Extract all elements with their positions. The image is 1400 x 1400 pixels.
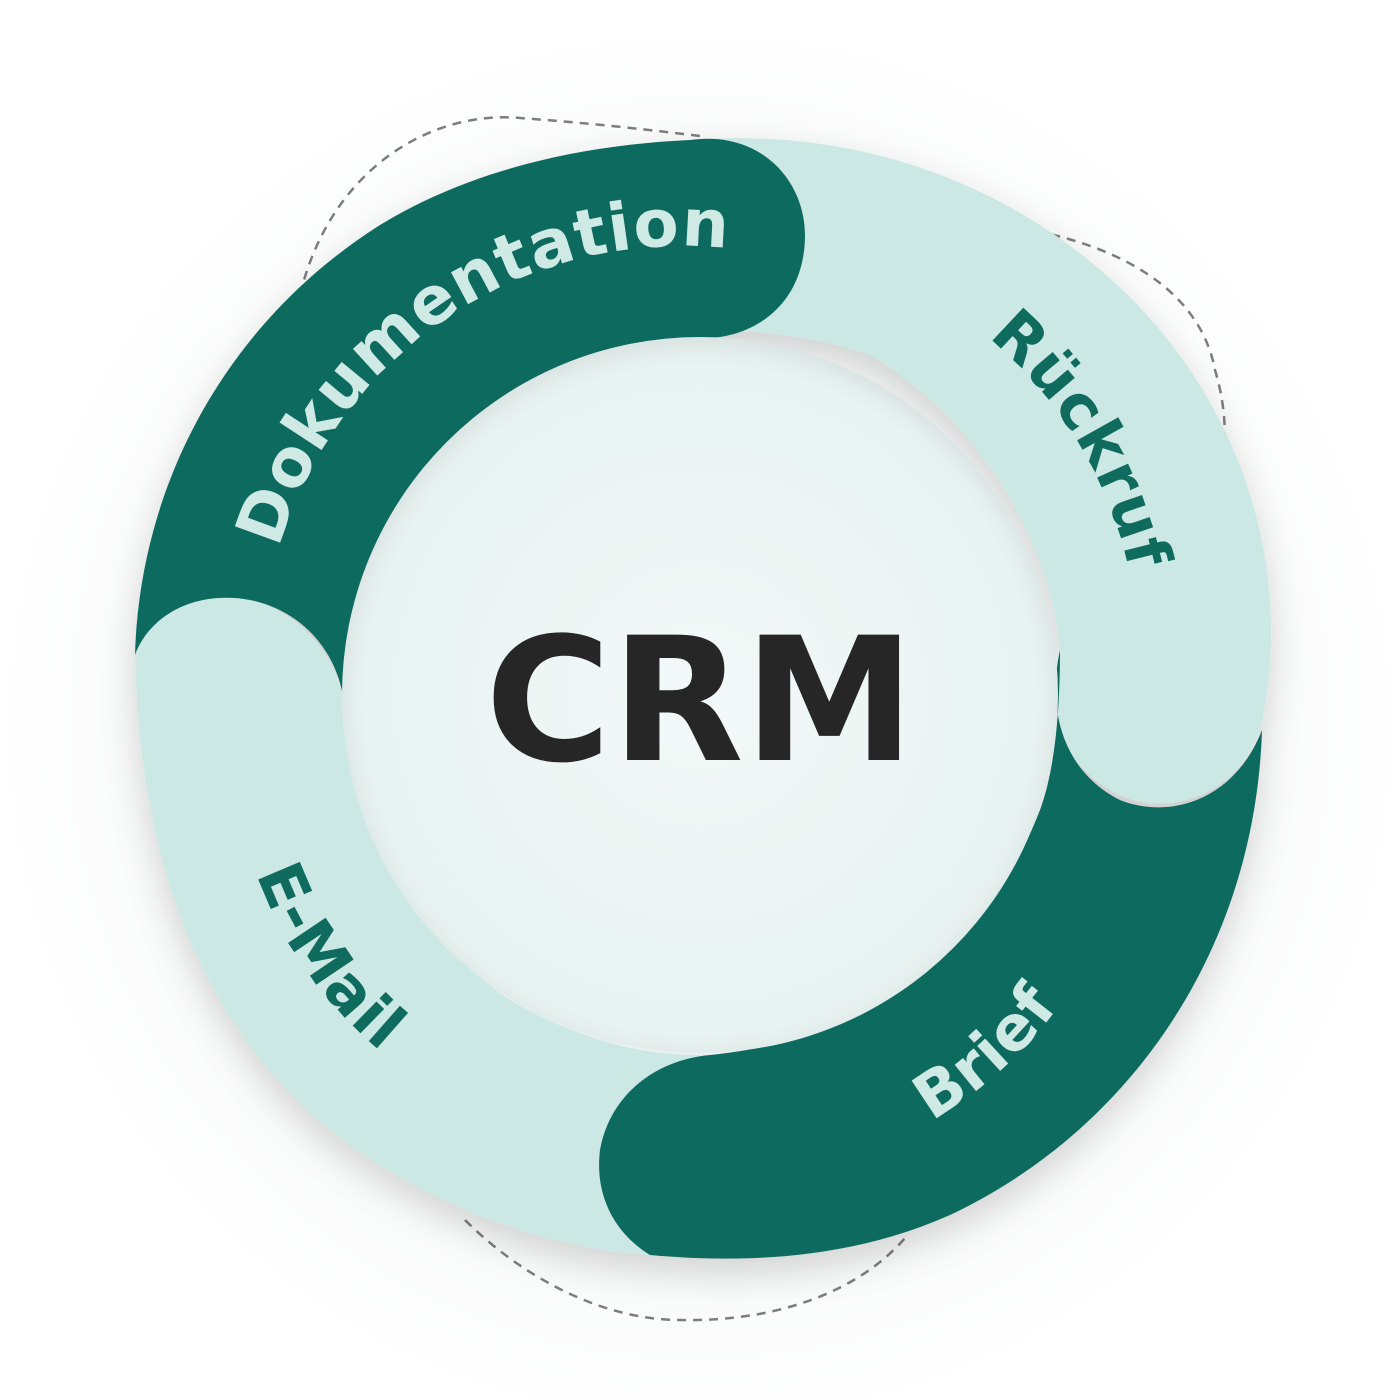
- segment-rueckruf: [690, 138, 1272, 804]
- center-label: CRM: [485, 600, 915, 801]
- segment-email: [135, 597, 700, 1255]
- segment-brief: [599, 650, 1262, 1259]
- center-circle: [342, 337, 1058, 1053]
